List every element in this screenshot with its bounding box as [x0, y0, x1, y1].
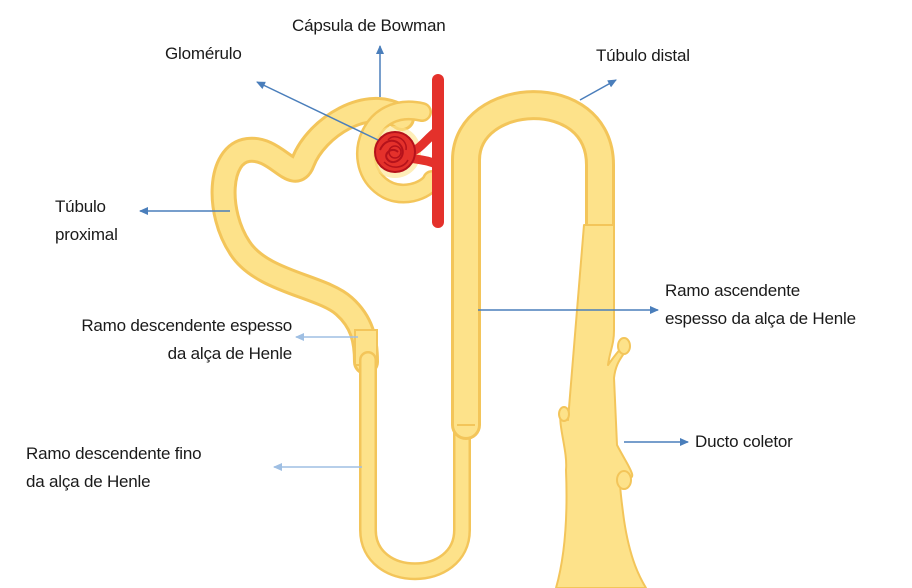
- label-tubulo-distal-text: Túbulo distal: [596, 42, 690, 70]
- label-capsula-bowman: Cápsula de Bowman: [292, 12, 445, 40]
- thin-loop: [368, 360, 462, 571]
- label-ramo-desc-espesso: Ramo descendente espesso da alça de Henl…: [81, 312, 292, 368]
- label-capsula-text: Cápsula de Bowman: [292, 12, 445, 40]
- label-tubulo-distal: Túbulo distal: [596, 42, 690, 70]
- label-ducto-coletor: Ducto coletor: [695, 428, 793, 456]
- label-ramo-desc-fino-line2: da alça de Henle: [26, 468, 201, 496]
- glomerulus: [375, 132, 415, 172]
- label-tubulo-proximal: Túbulo proximal: [55, 193, 118, 249]
- label-ramo-desc-espesso-line2: da alça de Henle: [81, 340, 292, 368]
- arrow-tubulo-distal: [580, 80, 616, 100]
- label-ramo-desc-espesso-line1: Ramo descendente espesso: [81, 312, 292, 340]
- label-glomerulo-text: Glomérulo: [165, 40, 242, 68]
- label-ramo-asc-espesso: Ramo ascendente espesso da alça de Henle: [665, 277, 856, 333]
- label-ducto-coletor-text: Ducto coletor: [695, 428, 793, 456]
- label-ramo-asc-espesso-line1: Ramo ascendente: [665, 277, 856, 305]
- label-ramo-desc-fino-line1: Ramo descendente fino: [26, 440, 201, 468]
- label-ramo-desc-fino: Ramo descendente fino da alça de Henle: [26, 440, 201, 496]
- label-tubulo-proximal-line1: Túbulo: [55, 193, 118, 221]
- label-tubulo-proximal-line2: proximal: [55, 221, 118, 249]
- collecting-duct: [556, 225, 646, 588]
- label-ramo-asc-espesso-line2: espesso da alça de Henle: [665, 305, 856, 333]
- label-glomerulo: Glomérulo: [165, 40, 242, 68]
